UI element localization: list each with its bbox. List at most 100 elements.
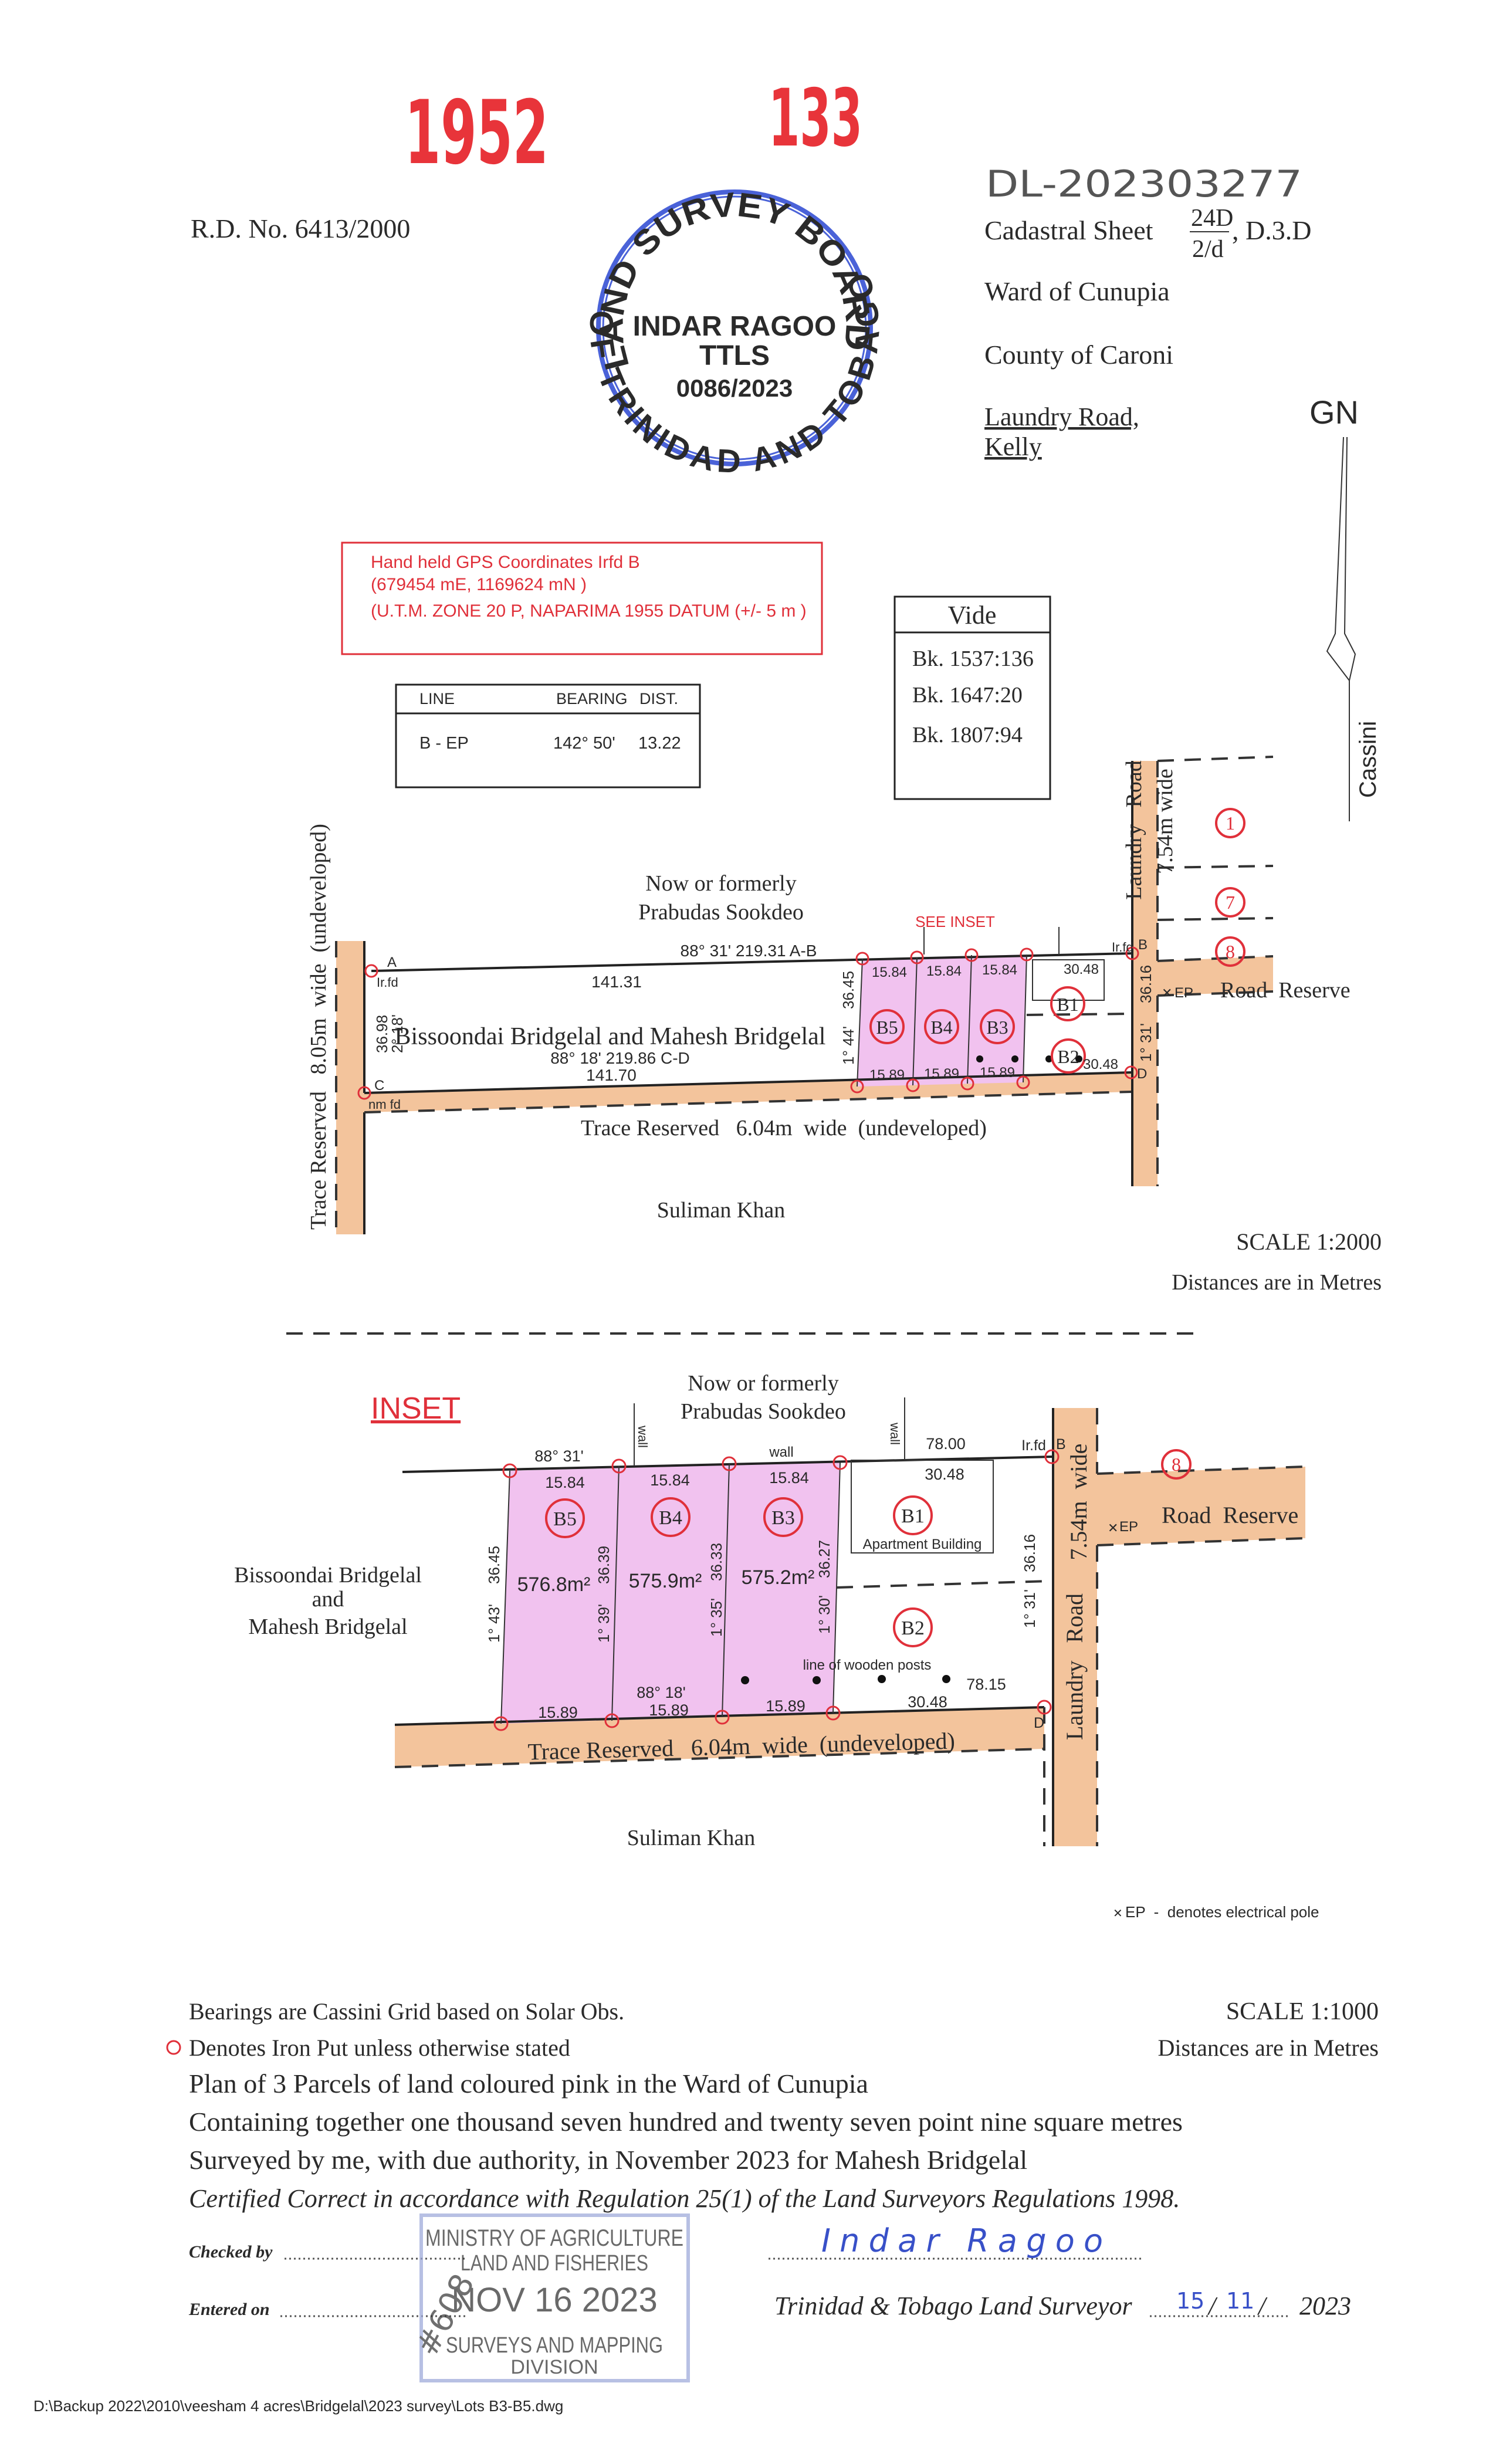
stamp-number: 0086/2023 <box>676 374 793 402</box>
nail-mark-found: nm fd <box>368 1097 401 1112</box>
ministry-received-stamp: MINISTRY OF AGRICULTURE LAND AND FISHERI… <box>408 2213 690 2382</box>
east-bearing: 1° 31' <box>1137 1023 1155 1062</box>
lot-bottom-width: 15.89 <box>980 1065 1015 1081</box>
owner-line-1: Bissoondai Bridgelal <box>234 1563 422 1588</box>
trace-reserved-south: Trace Reserved 6.04m wide (undeveloped) <box>581 1116 987 1140</box>
lot-bottom-width: 15.89 <box>924 1066 959 1082</box>
lot-label-b3: B3 <box>986 1017 1008 1038</box>
distances-inset: Distances are in Metres <box>1157 2035 1379 2061</box>
north-neighbour-name: Prabudas Sookdeo <box>638 900 804 925</box>
date-separator: / <box>1257 2292 1268 2320</box>
dl-number: DL-202303277 <box>986 163 1302 205</box>
posts-note: line of wooden posts <box>803 1657 932 1673</box>
cadastral-sheet-label: Cadastral Sheet <box>984 215 1153 245</box>
date-month: 11 <box>1226 2288 1254 2314</box>
owner-line-2: and <box>312 1587 344 1612</box>
lot-side-b4: 36.39 <box>595 1546 612 1584</box>
corner-b: B <box>1138 937 1148 953</box>
stamp-line: DIVISION <box>510 2356 598 2378</box>
table-header-bearing: BEARING <box>556 690 628 708</box>
b1-width: 30.48 <box>925 1465 964 1483</box>
distances-main: Distances are in Metres <box>1172 1270 1382 1295</box>
notes: ✕ EP - denotes electrical pole Bearings … <box>166 1903 1379 2320</box>
cadastral-sheet-suffix: , D.3.D <box>1232 215 1311 245</box>
bearings-note: Bearings are Cassini Grid based on Solar… <box>189 1998 624 2025</box>
corner-a: A <box>387 955 397 970</box>
corner-d: D <box>1034 1715 1044 1731</box>
iron-put-note: Denotes Iron Put unless otherwise stated <box>189 2035 570 2061</box>
lot-label-b3: B3 <box>771 1507 795 1529</box>
laundry-road-width: 7.54m wide <box>1153 769 1177 874</box>
owner-name: Bissoondai Bridgelal and Mahesh Bridgela… <box>395 1023 826 1050</box>
stamp-line: SURVEYS AND MAPPING <box>446 2333 663 2358</box>
iron-put-legend-icon <box>166 2040 181 2055</box>
bottom-bearing: 88° 18' <box>637 1684 686 1701</box>
gps-line: Hand held GPS Coordinates Irfd B <box>371 553 640 572</box>
bottom-line-bearing: 88° 18' 219.86 C-D <box>550 1049 690 1067</box>
lot-bearing-b3: 1° 35' <box>708 1598 725 1637</box>
vide-ref: Bk. 1807:94 <box>912 723 1023 747</box>
electric-pole-icon: ✕ <box>1162 986 1172 1000</box>
wall-label: wall <box>635 1425 650 1448</box>
east-bearing: 1° 31' <box>1021 1589 1038 1628</box>
inset-south-neighbour: Suliman Khan <box>627 1826 755 1850</box>
inset-north-neighbour: Now or formerly <box>688 1371 838 1396</box>
lot-label-b4: B4 <box>930 1017 952 1038</box>
lot-label-b2: B2 <box>1057 1046 1079 1067</box>
bearing-table: LINE BEARING DIST. B - EP 142° 50' 13.22 <box>395 683 701 788</box>
rd-number: R.D. No. 6413/2000 <box>191 214 410 243</box>
b2-width: 30.48 <box>908 1693 947 1711</box>
table-cell: 142° 50' <box>553 734 615 753</box>
bottom-segment: 141.70 <box>586 1066 637 1084</box>
lot-top-width: 15.84 <box>926 963 962 979</box>
scale-inset: SCALE 1:1000 <box>1226 1998 1379 2025</box>
wall-label: wall <box>769 1444 793 1460</box>
west-side: 36.98 <box>373 1015 391 1053</box>
scale-main: SCALE 1:2000 <box>1236 1228 1382 1255</box>
lot-bearing-b5: 1° 43' <box>485 1604 503 1643</box>
laundry-road-label: Laundry Road <box>1122 760 1146 899</box>
neighbour-lot-7: 7 <box>1226 892 1235 913</box>
stamp-line: LAND AND FISHERIES <box>461 2251 648 2276</box>
wooden-posts <box>976 1055 1082 1062</box>
table-header-line: LINE <box>419 690 455 708</box>
ep-label: EP <box>1119 1519 1138 1535</box>
road-reserve-label: Road Reserve <box>1220 978 1351 1003</box>
date-day: 15 <box>1176 2288 1204 2314</box>
gps-coordinates-box: Hand held GPS Coordinates Irfd B (679454… <box>341 541 823 655</box>
lot-top-width: 15.84 <box>872 964 907 980</box>
top-bearing: 88° 31' <box>534 1447 584 1465</box>
inset-plan: INSET Now or formerly Prabudas Sookdeo w… <box>234 1371 1306 1850</box>
north-neighbour: Now or formerly <box>645 871 796 896</box>
lot-side-b5: 36.45 <box>485 1546 503 1584</box>
handwritten-number-133: 133 <box>769 72 862 164</box>
inset-title: INSET <box>371 1392 461 1426</box>
surveyor-signature: Indar Ragoo <box>821 2222 1103 2259</box>
laundry-road-label: Laundry Road <box>1061 1593 1088 1740</box>
entered-on-label: Entered on <box>188 2300 270 2319</box>
lot-label-b2: B2 <box>901 1617 925 1639</box>
lot-side-b3: 36.33 <box>708 1543 725 1581</box>
west-bearing: 2° 18' <box>388 1014 406 1053</box>
north-arrow: GN Cassini <box>1309 394 1381 821</box>
iron-put-markers <box>357 946 1139 1100</box>
cadastral-sheet-denominator: 2/d <box>1192 236 1224 263</box>
iron-found-b: Ir.fd <box>1021 1437 1046 1454</box>
iron-found-a: Ir.fd <box>377 975 398 990</box>
electric-pole-icon: ✕ <box>1113 1907 1123 1920</box>
lot-label-b1: B1 <box>1057 994 1078 1015</box>
neighbour-lot-8: 8 <box>1172 1454 1181 1475</box>
grid-north-label: GN <box>1309 394 1359 431</box>
lot-bottom-width: 15.89 <box>869 1067 905 1083</box>
cassini-label: Cassini <box>1355 721 1381 798</box>
table-header-dist: DIST. <box>639 690 678 708</box>
location-road: Laundry Road, <box>984 402 1139 431</box>
vide-ref: Bk. 1537:136 <box>912 647 1034 671</box>
iron-found-b: Ir.fd <box>1112 940 1133 955</box>
corner-d: D <box>1137 1066 1147 1082</box>
file-path: D:\Backup 2022\2010\veesham 4 acres\Brid… <box>33 2397 563 2415</box>
inset-north-neighbour-name: Prabudas Sookdeo <box>681 1399 846 1424</box>
east-side: 36.16 <box>1137 965 1155 1003</box>
vide-title: Vide <box>948 601 997 629</box>
laundry-road-width: 7.54m wide <box>1065 1444 1092 1561</box>
